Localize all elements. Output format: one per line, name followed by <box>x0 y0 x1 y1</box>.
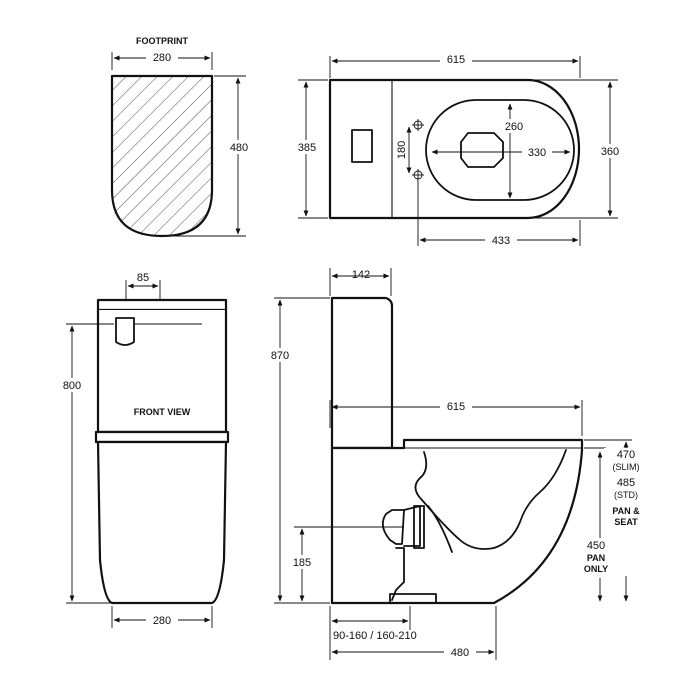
side-top-depth-label: 142 <box>352 269 370 281</box>
front-view-title: FRONT VIEW <box>134 407 191 417</box>
pan-seat-note-2: SEAT <box>614 517 638 527</box>
fixing-centres-label: 180 <box>396 141 408 159</box>
bowl-rim <box>425 99 575 201</box>
fixing-bolts <box>412 119 424 181</box>
seat-line <box>94 430 230 444</box>
trapway <box>414 449 567 550</box>
opening-label: 330 <box>528 147 546 159</box>
pan-only-note-1: PAN <box>587 553 605 563</box>
plan-length-label: 615 <box>447 54 465 66</box>
side-height-label: 870 <box>271 350 289 362</box>
seat-height-std: 485 <box>617 477 635 489</box>
front-view: 85 FRONT VIEW 800 280 <box>58 272 230 628</box>
pan-only-note-2: ONLY <box>584 564 608 574</box>
flush-button <box>351 129 373 163</box>
front-button-outline <box>115 317 135 346</box>
footprint-depth-label: 480 <box>230 142 248 154</box>
set-out-label: 433 <box>492 235 510 247</box>
cistern-lid <box>96 298 228 312</box>
cistern-depth-label: 385 <box>298 142 316 154</box>
button-width-label: 85 <box>137 272 149 284</box>
bowl-width-label: 260 <box>505 121 523 133</box>
side-cistern <box>330 296 394 450</box>
seat-height-slim-note: (SLIM) <box>613 462 640 472</box>
footprint-view: FOOTPRINT 280 480 <box>110 36 252 238</box>
floor-outlet <box>389 593 437 604</box>
footprint-width-label: 280 <box>153 52 171 64</box>
side-pan <box>330 438 584 605</box>
bowl-depth-label: 360 <box>601 146 619 158</box>
footprint-title: FOOTPRINT <box>136 36 188 46</box>
side-view: 142 870 615 470 (SLIM) 485 (STD) PAN & S… <box>266 268 640 660</box>
plan-view: 615 180 260 330 385 360 <box>294 52 624 247</box>
overall-depth-label: 480 <box>451 647 469 659</box>
bowl-outlet <box>460 132 504 168</box>
front-height-label: 800 <box>63 380 81 392</box>
side-length-label: 615 <box>447 401 465 413</box>
seat-height-std-note: (STD) <box>614 490 638 500</box>
outlet-height-label: 185 <box>293 557 311 569</box>
front-pan <box>96 440 228 605</box>
seat-height-slim: 470 <box>617 449 635 461</box>
set-out-range-label: 90-160 / 160-210 <box>333 630 417 642</box>
footprint-hatched-outline <box>110 74 214 238</box>
pan-seat-note-1: PAN & <box>612 506 640 516</box>
front-base-width-label: 280 <box>153 615 171 627</box>
pan-only-height: 450 <box>587 540 605 552</box>
